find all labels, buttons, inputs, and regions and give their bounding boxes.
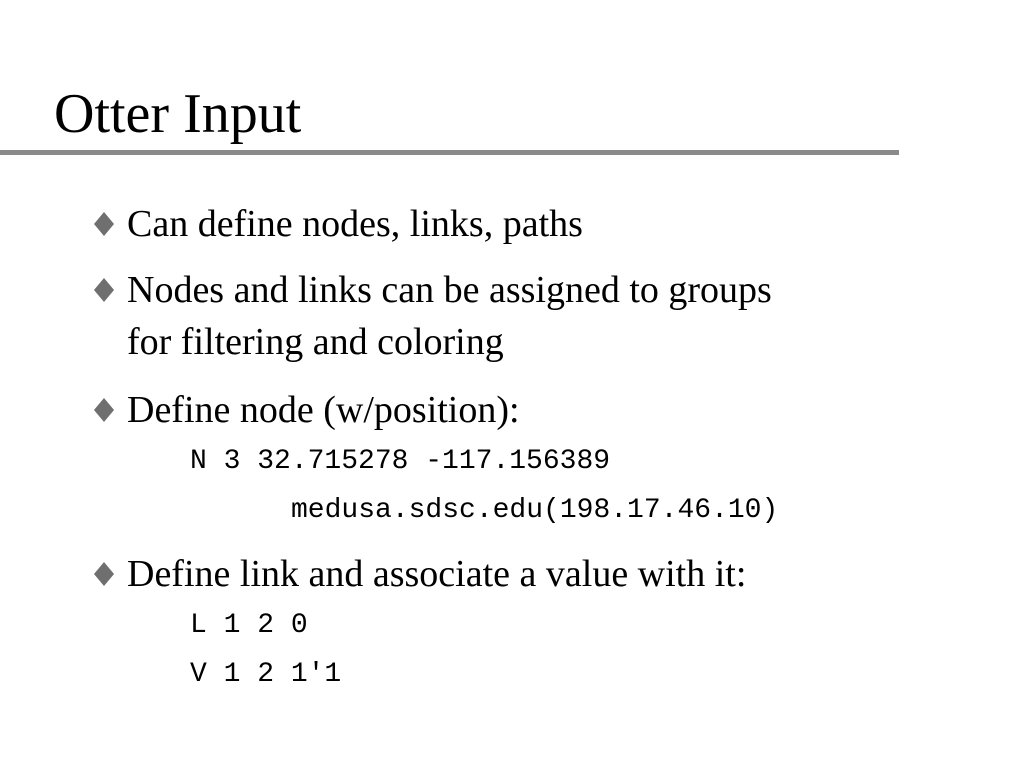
bullet-item-4: Define link and associate a value with i…: [92, 548, 922, 600]
bullet-text: Define node (w/position):: [127, 389, 520, 431]
diamond-bullet-icon: [92, 548, 122, 600]
code-link-line-2: V 1 2 1'1: [190, 659, 342, 690]
code-node-line-2: medusa.sdsc.edu(198.17.46.10): [291, 495, 779, 526]
bullet-text: Can define nodes, links, paths: [127, 203, 583, 245]
title-divider: [0, 150, 899, 155]
code-node-line-1: N 3 32.715278 -117.156389: [190, 446, 611, 477]
bullet-item-2: Nodes and links can be assigned to group…: [92, 264, 922, 368]
diamond-bullet-icon: [92, 198, 122, 250]
bullet-text: Nodes and links can be assigned to group…: [127, 269, 772, 311]
diamond-bullet-icon: [92, 384, 122, 436]
bullet-text: Define link and associate a value with i…: [127, 553, 747, 595]
slide-title: Otter Input: [54, 83, 302, 145]
bullet-item-1: Can define nodes, links, paths: [92, 198, 922, 250]
bullet-text-continuation: for filtering and coloring: [127, 321, 504, 363]
code-link-line-1: L 1 2 0: [190, 610, 308, 641]
bullet-item-3: Define node (w/position):: [92, 384, 922, 436]
diamond-bullet-icon: [92, 264, 122, 316]
